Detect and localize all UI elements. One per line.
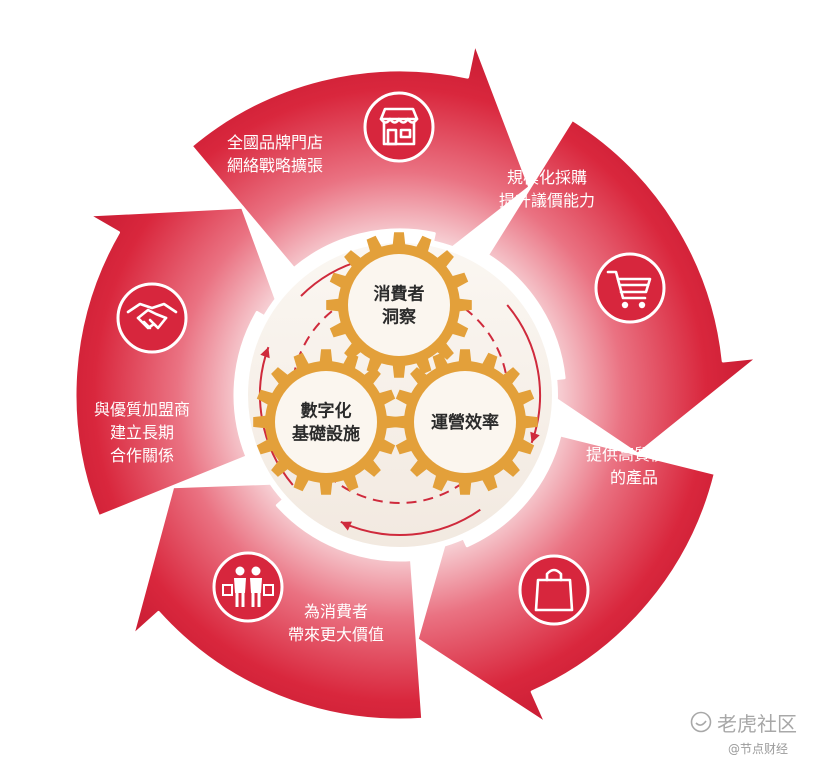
segment-label-5: 與優質加盟商建立長期合作關係 <box>94 400 190 465</box>
segment-labels: 全國品牌門店網絡戰略擴張規模化採購提升議價能力提供高質價比的產品為消費者帶來更大… <box>94 133 682 644</box>
segment-label-line: 合作關係 <box>110 446 174 465</box>
handshake-icon-badge <box>116 282 188 354</box>
couple-shoppers-icon-badge <box>212 551 284 623</box>
inner-arrow-head-2 <box>530 431 540 443</box>
segment-label-2: 規模化採購提升議價能力 <box>499 168 595 210</box>
inner-arrow-head-4 <box>260 347 270 359</box>
segment-label-line: 為消費者 <box>304 602 368 621</box>
cycle-arrow-5 <box>73 205 289 519</box>
segment-label-line: 提升議價能力 <box>499 191 595 210</box>
segment-label-line: 提供高質價比 <box>586 445 682 464</box>
gear-consumer-insight-label-line: 洞察 <box>382 307 417 328</box>
watermark-brand: 老虎社区 <box>690 708 810 736</box>
gear-consumer-insight-label-line: 消費者 <box>374 284 425 305</box>
segment-label-line: 網絡戰略擴張 <box>227 156 323 175</box>
gear-digital-infrastructure-label: 數字化基礎設施 <box>291 401 360 445</box>
storefront-icon-badge <box>363 91 435 163</box>
segment-label-line: 全國品牌門店 <box>227 133 323 152</box>
gear-digital-infrastructure-face <box>275 371 377 473</box>
segment-label-4: 為消費者帶來更大價值 <box>288 602 384 644</box>
shopping-cart-icon-badge <box>594 252 666 324</box>
shopping-bag-star-icon <box>518 554 590 626</box>
segment-label-line: 的產品 <box>610 468 658 487</box>
gear-consumer-insight-label: 消費者洞察 <box>374 284 425 328</box>
segment-label-line: 規模化採購 <box>507 168 587 187</box>
gear-operating-efficiency-label-line: 運營效率 <box>431 412 499 433</box>
handshake-icon <box>116 282 188 354</box>
inner-arrow-head-3 <box>340 521 352 531</box>
segment-label-line: 與優質加盟商 <box>94 400 190 419</box>
watermark-sub: @节点财经 <box>728 742 789 756</box>
gear-operating-efficiency-face <box>414 371 516 473</box>
gear-digital-infrastructure-label-line: 基礎設施 <box>291 424 360 445</box>
shopping-cart-icon <box>594 252 666 324</box>
couple-shoppers-icon <box>212 551 284 623</box>
storefront-icon <box>363 91 435 163</box>
icons-group <box>116 91 666 626</box>
watermark-brand-text: 老虎社区 <box>717 712 797 736</box>
segment-label-1: 全國品牌門店網絡戰略擴張 <box>227 133 323 175</box>
inner-arrow-arc-3 <box>340 508 481 537</box>
segment-label-3: 提供高質價比的產品 <box>586 445 682 487</box>
chat-bubble-icon <box>690 711 712 733</box>
gear-operating-efficiency-label: 運營效率 <box>431 412 499 433</box>
gear-consumer-insight-face <box>348 254 450 356</box>
segment-label-line: 帶來更大價值 <box>288 625 384 644</box>
cycle-arrows <box>73 41 760 726</box>
cycle-arrow-1 <box>189 41 532 271</box>
gear-digital-infrastructure-label-line: 數字化 <box>301 401 352 422</box>
segment-label-line: 建立長期 <box>110 423 174 442</box>
